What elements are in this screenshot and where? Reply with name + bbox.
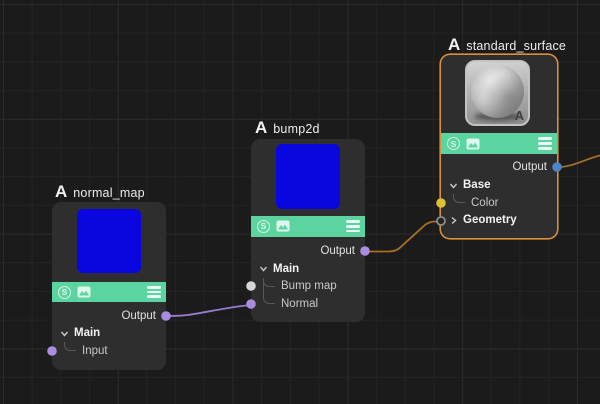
section-geometry[interactable]: Geometry — [441, 212, 557, 230]
chevron-down-icon[interactable] — [60, 329, 69, 338]
wire-bump2d-to-standardsurface[interactable] — [364, 220, 441, 253]
output-row[interactable]: Output — [251, 242, 365, 260]
section-label: Base — [463, 179, 491, 192]
node-title-normal-map[interactable]: A normal_map — [55, 183, 145, 201]
port-output[interactable] — [160, 310, 172, 322]
tree-guide-line — [263, 277, 275, 305]
arnold-badge-icon: A — [255, 118, 268, 137]
node-title-standard-surface[interactable]: A standard_surface — [448, 36, 566, 54]
output-label: Output — [121, 309, 156, 322]
output-row[interactable]: Output — [52, 307, 166, 325]
output-label: Output — [512, 161, 547, 174]
attr-row-color[interactable]: Color — [441, 194, 557, 212]
arnold-badge-icon: A — [55, 182, 68, 201]
node-standard-surface[interactable]: A S Output Base Color — [436, 55, 562, 238]
menu-icon[interactable] — [538, 137, 552, 150]
attr-row-normal[interactable]: Normal — [251, 295, 365, 313]
node-title-label: standard_surface — [466, 39, 567, 53]
surface-badge-icon[interactable]: S — [257, 219, 270, 233]
node-title-label: normal_map — [73, 186, 145, 200]
node-title-bump2d[interactable]: A bump2d — [255, 119, 320, 137]
port-output[interactable] — [359, 245, 371, 257]
menu-icon[interactable] — [147, 285, 161, 299]
port-base-color[interactable] — [435, 197, 447, 209]
attr-label: Bump map — [281, 280, 337, 293]
port-normal[interactable] — [245, 298, 257, 310]
section-label: Main — [273, 262, 300, 275]
chevron-down-icon[interactable] — [449, 181, 458, 190]
preview-swatch[interactable] — [77, 209, 141, 273]
attr-label: Normal — [281, 298, 319, 311]
attr-row-bump-map[interactable]: Bump map — [251, 278, 365, 296]
image-icon[interactable] — [77, 286, 91, 298]
output-label: Output — [320, 245, 355, 258]
attr-label: Input — [82, 345, 108, 358]
tree-guide-line — [453, 194, 465, 203]
tree-guide-line — [64, 342, 76, 351]
material-sphere-preview[interactable]: A — [465, 60, 530, 126]
arnold-watermark: A — [514, 108, 524, 123]
section-label: Main — [74, 327, 101, 340]
output-row[interactable]: Output — [441, 159, 557, 177]
surface-badge-icon[interactable]: S — [58, 285, 71, 299]
attr-label: Color — [471, 196, 499, 209]
wire-standardsurface-output[interactable] — [555, 154, 600, 169]
node-toolbar: S — [441, 133, 557, 154]
section-label: Geometry — [463, 214, 517, 227]
section-base[interactable]: Base — [441, 176, 557, 194]
node-bump2d[interactable]: S Output Main Bump map Normal — [246, 139, 370, 322]
menu-icon[interactable] — [346, 220, 360, 233]
attr-row-input[interactable]: Input — [52, 342, 166, 360]
port-input[interactable] — [46, 345, 58, 357]
preview-swatch[interactable] — [276, 144, 340, 209]
surface-badge-icon[interactable]: S — [447, 137, 460, 151]
image-icon[interactable] — [276, 220, 290, 232]
section-main[interactable]: Main — [52, 324, 166, 342]
chevron-right-icon[interactable] — [449, 216, 458, 225]
node-normal-map[interactable]: S Output Main Input — [47, 202, 171, 370]
section-main[interactable]: Main — [251, 260, 365, 278]
port-geometry[interactable] — [435, 215, 447, 227]
node-toolbar: S — [251, 216, 365, 237]
chevron-down-icon[interactable] — [259, 264, 268, 273]
sphere-ball — [471, 65, 524, 118]
port-bump-map[interactable] — [245, 280, 257, 292]
image-icon[interactable] — [466, 138, 480, 150]
node-title-label: bump2d — [273, 122, 320, 136]
wire-normalmap-to-bump2d[interactable] — [166, 304, 252, 317]
node-toolbar: S — [52, 282, 166, 302]
arnold-badge-icon: A — [448, 35, 461, 54]
port-output[interactable] — [551, 161, 563, 173]
